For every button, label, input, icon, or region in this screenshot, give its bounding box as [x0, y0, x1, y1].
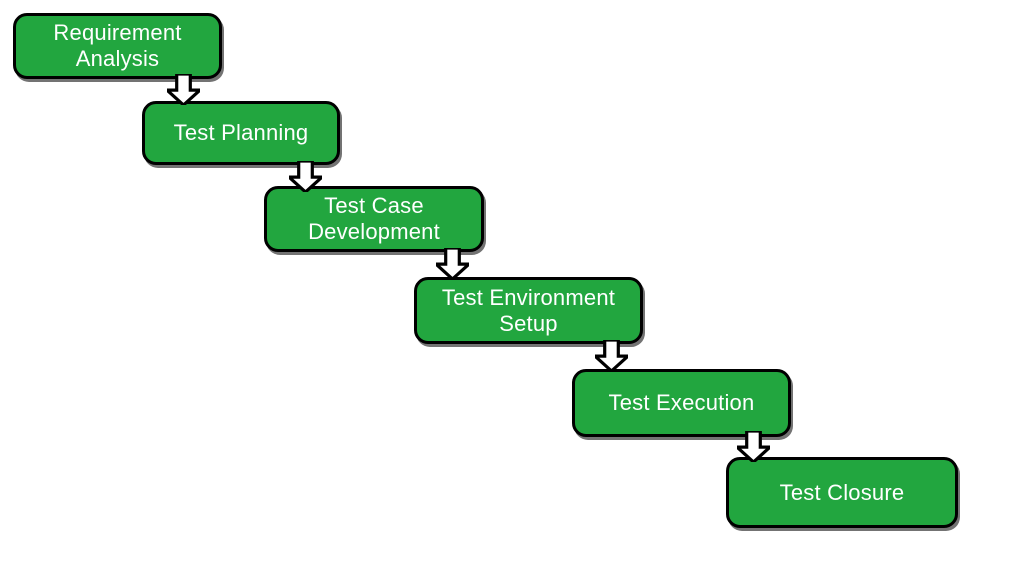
process-node-test-environment-setup[interactable]: Test Environment Setup [414, 277, 643, 344]
arrow-down-icon [595, 340, 628, 371]
process-node-label: Test Case Development [308, 193, 440, 244]
process-node-label: Test Execution [608, 390, 755, 416]
process-node-label: Test Environment Setup [441, 284, 616, 336]
arrow-down-icon [436, 248, 469, 279]
process-node-label: Test Closure [779, 479, 905, 505]
process-node-test-closure[interactable]: Test Closure [726, 457, 958, 528]
process-node-label: Test Planning [173, 120, 309, 146]
process-node-requirement-analysis[interactable]: Requirement Analysis [13, 13, 222, 79]
process-node-test-case-development[interactable]: Test Case Development [264, 186, 484, 252]
process-node-test-execution[interactable]: Test Execution [572, 369, 791, 437]
process-node-label: Requirement Analysis [53, 20, 182, 71]
process-node-test-planning[interactable]: Test Planning [142, 101, 340, 165]
